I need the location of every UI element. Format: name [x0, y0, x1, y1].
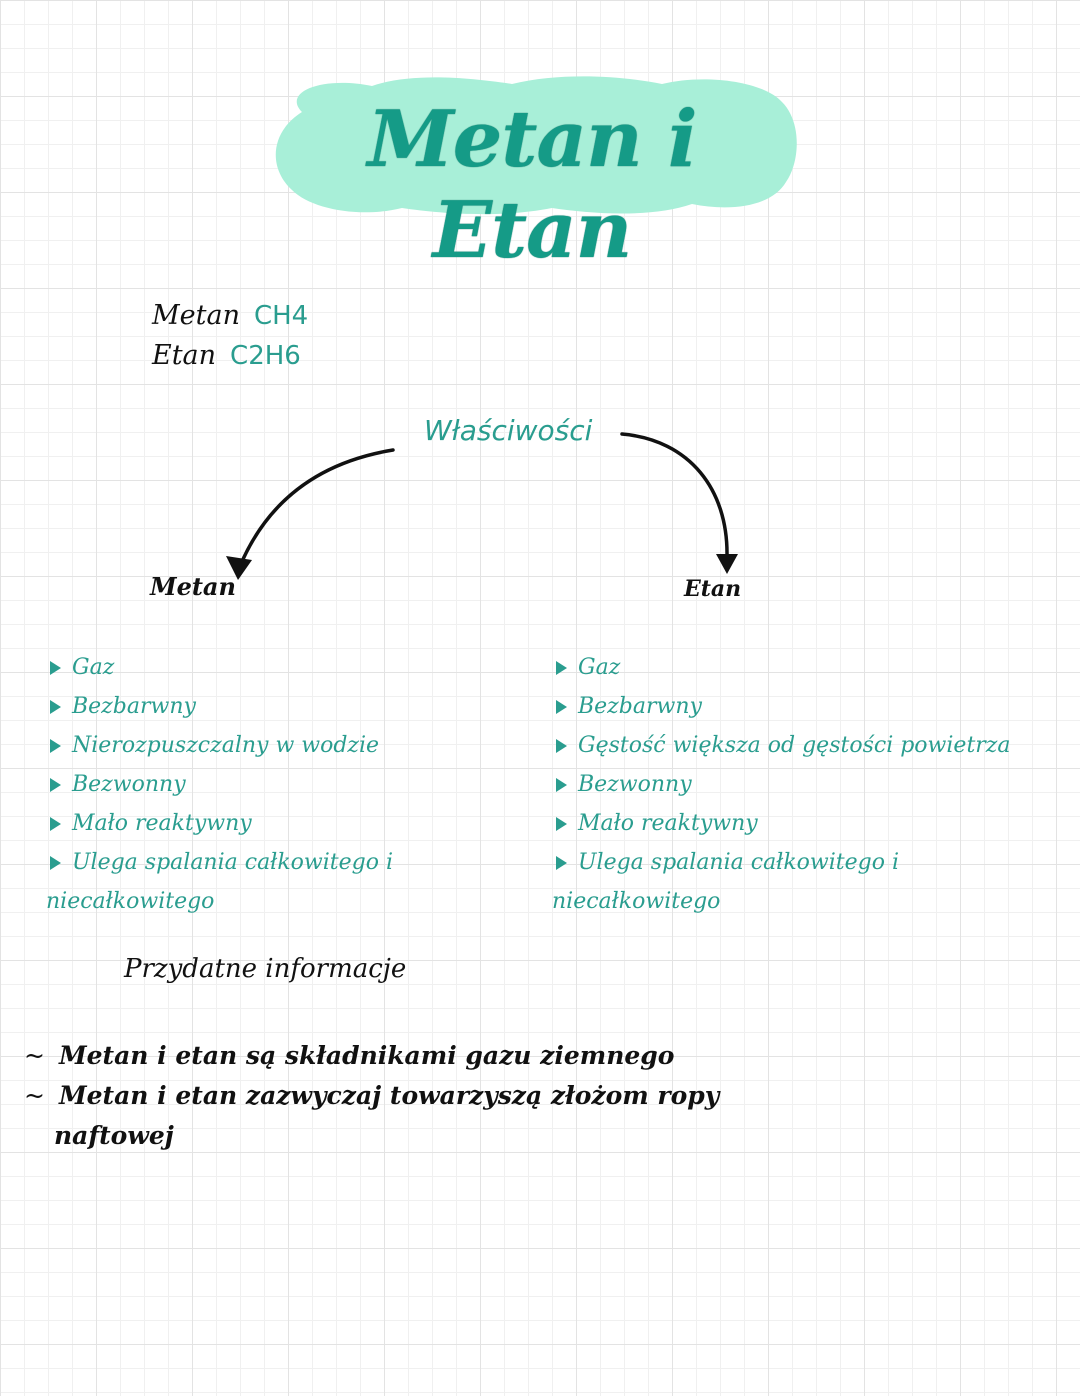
- list-item: Ulega spalania całkowitego i: [556, 843, 1011, 882]
- title-highlight: [275, 76, 797, 215]
- list-item: Bezwonny: [50, 765, 393, 804]
- useful-info-heading: Przydatne informacje: [124, 954, 407, 984]
- metan-properties-list: Gaz Bezbarwny Nierozpuszczalny w wodzie …: [46, 648, 393, 921]
- bullet-icon: [556, 700, 567, 714]
- arrow-left-icon: [226, 448, 395, 580]
- heading-metan: Metan: [150, 572, 236, 601]
- bullet-icon: [50, 700, 61, 714]
- formulas: Metan CH4 Etan C2H6: [152, 296, 308, 376]
- list-item: Bezwonny: [556, 765, 1011, 804]
- bullet-icon: [556, 856, 567, 870]
- arrow-right-icon: [620, 432, 738, 574]
- formula-value: CH4: [253, 301, 309, 331]
- title-block: Metan i Etan: [262, 72, 802, 276]
- bullet-icon: [50, 661, 61, 675]
- list-item: Nierozpuszczalny w wodzie: [50, 726, 393, 765]
- list-item: Mało reaktywny: [50, 804, 393, 843]
- tilde-bullet-icon: ~: [24, 1041, 45, 1070]
- bullet-icon: [50, 856, 61, 870]
- fact-text: Metan i etan są składnikami gazu ziemneg…: [58, 1041, 675, 1070]
- bullet-icon: [50, 778, 61, 792]
- list-item: Bezbarwny: [556, 687, 1011, 726]
- page-title: Metan i Etan: [367, 94, 697, 276]
- list-item: Gaz: [556, 648, 1011, 687]
- etan-properties-list: Gaz Bezbarwny Gęstość większa od gęstośc…: [552, 648, 1011, 921]
- bullet-icon: [556, 739, 567, 753]
- list-item-continuation: niecałkowitego: [46, 889, 215, 914]
- list-item: Gaz: [50, 648, 393, 687]
- bullet-icon: [556, 817, 567, 831]
- fact-item: ~ Metan i etan zazwyczaj towarzyszą złożo…: [24, 1076, 784, 1116]
- bullet-icon: [556, 778, 567, 792]
- arrows: [226, 432, 738, 580]
- tilde-bullet-icon: ~: [24, 1081, 45, 1110]
- bullet-icon: [50, 817, 61, 831]
- fact-item-continuation: naftowej: [54, 1121, 174, 1150]
- heading-etan: Etan: [684, 576, 742, 602]
- bullet-icon: [50, 739, 61, 753]
- formula-name: Metan: [152, 300, 240, 331]
- properties-label: Właściwości: [424, 414, 593, 447]
- formula-name: Etan: [152, 340, 217, 371]
- list-item: Ulega spalania całkowitego i: [50, 843, 393, 882]
- list-item: Bezbarwny: [50, 687, 393, 726]
- formula-value: C2H6: [230, 341, 301, 371]
- formula-metan: Metan CH4: [152, 296, 308, 336]
- formula-etan: Etan C2H6: [152, 336, 308, 376]
- fact-text: Metan i etan zazwyczaj towarzyszą złożom…: [58, 1081, 720, 1110]
- fact-item: ~ Metan i etan są składnikami gazu ziemne…: [24, 1036, 784, 1076]
- bullet-icon: [556, 661, 567, 675]
- list-item: Gęstość większa od gęstości powietrza: [556, 726, 1011, 765]
- useful-info-list: ~ Metan i etan są składnikami gazu ziemne…: [24, 1036, 784, 1156]
- list-item: Mało reaktywny: [556, 804, 1011, 843]
- list-item-continuation: niecałkowitego: [552, 889, 721, 914]
